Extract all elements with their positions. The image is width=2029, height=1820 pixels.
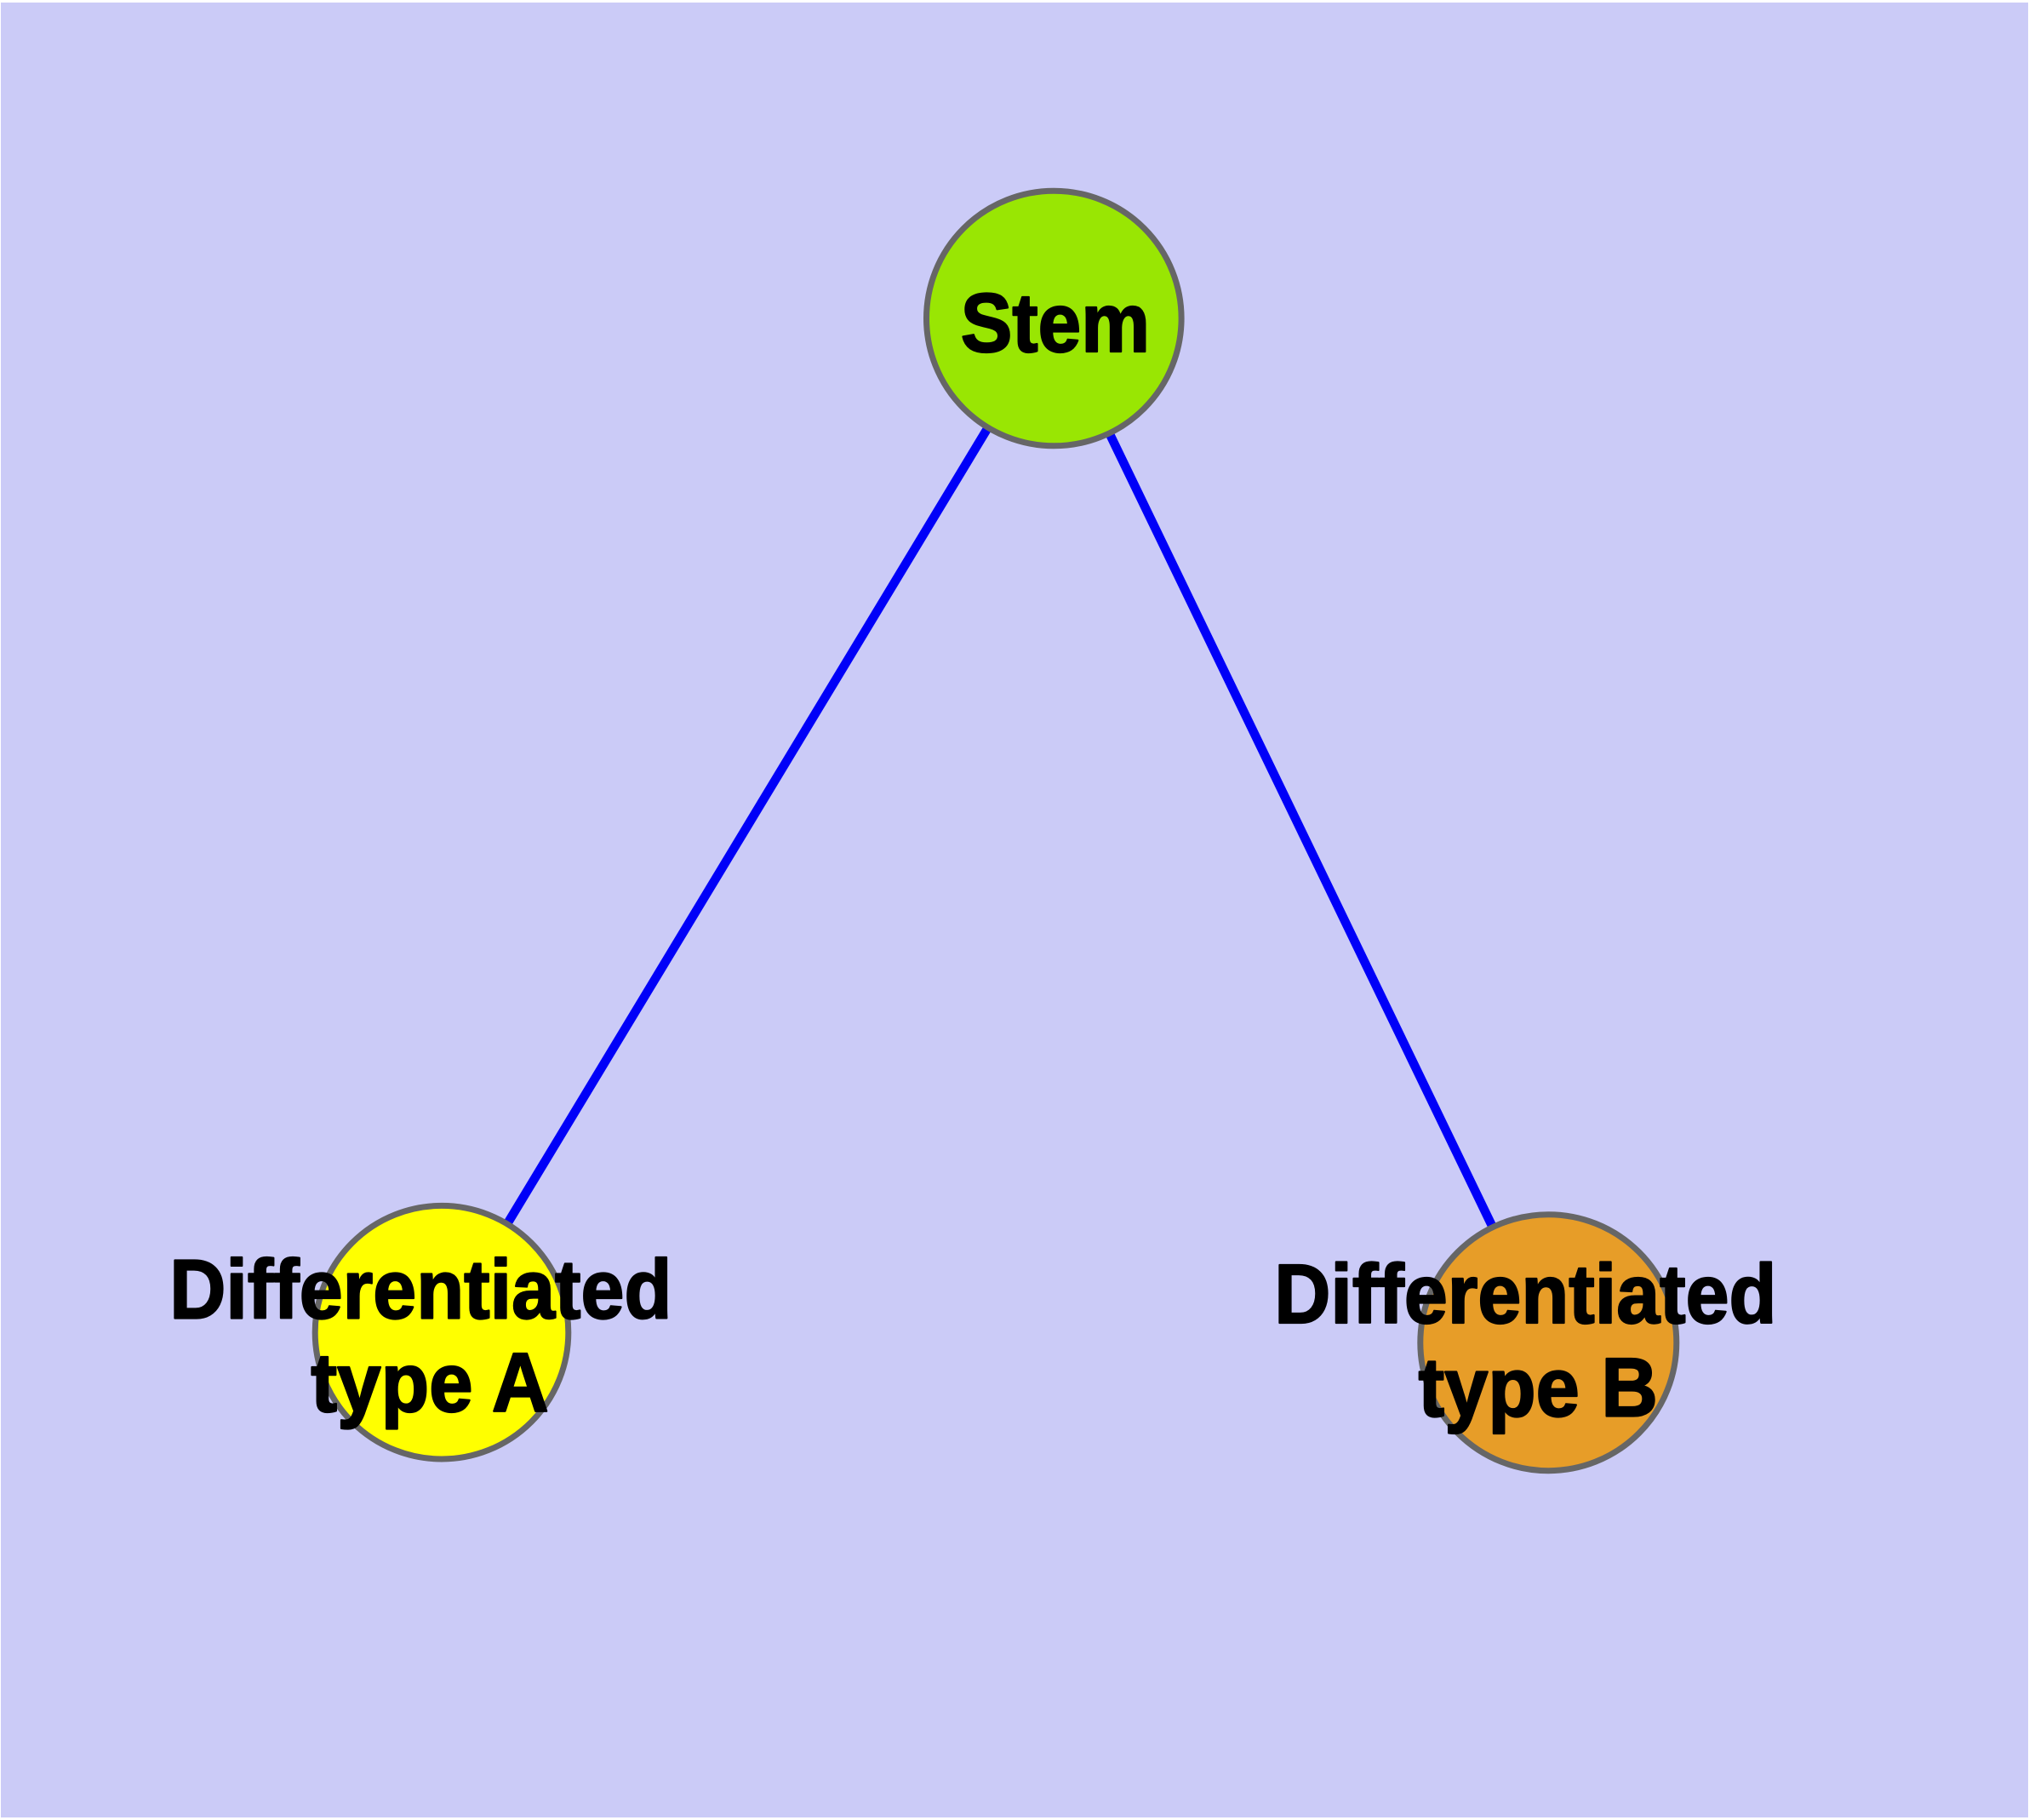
- svg-text:type A: type A: [311, 1336, 549, 1429]
- svg-text:Stem: Stem: [961, 276, 1150, 369]
- svg-text:Differentiated: Differentiated: [1274, 1247, 1776, 1341]
- svg-text:Differentiated: Differentiated: [169, 1242, 672, 1336]
- svg-text:type B: type B: [1419, 1341, 1658, 1434]
